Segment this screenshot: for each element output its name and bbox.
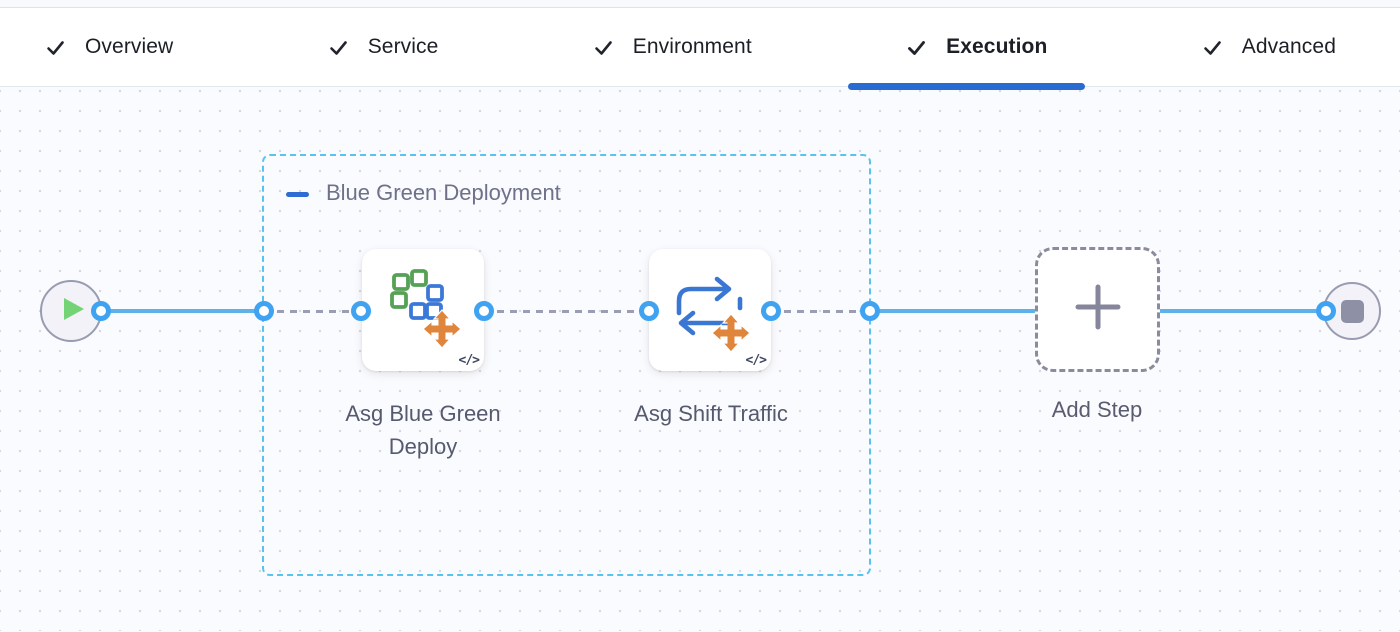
tab-label: Execution — [946, 35, 1048, 58]
plus-icon — [1075, 284, 1121, 335]
check-icon — [906, 37, 927, 58]
code-icon: </> — [745, 353, 768, 368]
add-step-button[interactable] — [1035, 247, 1160, 372]
connector-group-to-step1 — [264, 310, 362, 313]
tab-label: Overview — [85, 35, 174, 58]
pipeline-canvas[interactable]: Blue Green Deployment — [0, 87, 1400, 631]
check-icon — [1202, 37, 1223, 58]
port-step2-in[interactable] — [639, 301, 659, 321]
tab-label: Advanced — [1241, 35, 1336, 58]
port-step1-out[interactable] — [474, 301, 494, 321]
connector-group-to-addstep — [870, 309, 1036, 313]
step-card-asg-blue-green-deploy[interactable]: </> — [362, 249, 484, 371]
play-icon — [62, 296, 86, 327]
tab-service[interactable]: Service — [328, 35, 439, 59]
move-arrows-icon — [711, 313, 751, 353]
move-arrows-icon — [422, 309, 462, 349]
window-top-strip — [0, 0, 1400, 8]
port-start-out[interactable] — [91, 301, 111, 321]
connector-step1-to-step2 — [484, 310, 649, 313]
tab-label: Service — [367, 35, 439, 58]
tab-label: Environment — [632, 35, 752, 58]
minus-icon[interactable] — [286, 191, 309, 197]
asg-shift-traffic-icon — [665, 271, 755, 362]
tab-advanced[interactable]: Advanced — [1202, 35, 1336, 59]
check-icon — [45, 37, 66, 58]
connector-start-to-group — [100, 309, 264, 313]
port-group-in[interactable] — [254, 301, 274, 321]
check-icon — [593, 37, 614, 58]
stop-icon — [1340, 299, 1364, 323]
step-group-blue-green-deployment[interactable]: Blue Green Deployment — [262, 154, 871, 576]
group-header[interactable]: Blue Green Deployment — [286, 180, 561, 206]
tab-environment[interactable]: Environment — [593, 35, 752, 59]
stage-tabs-bar: Overview Service Environment Execution A… — [0, 8, 1400, 90]
group-label: Blue Green Deployment — [326, 180, 561, 205]
port-step2-out[interactable] — [761, 301, 781, 321]
tab-overview[interactable]: Overview — [45, 35, 173, 59]
add-step-label: Add Step — [1051, 397, 1143, 422]
step-label-asg-blue-green-deploy: Asg Blue Green Deploy — [345, 401, 501, 459]
asg-blue-green-deploy-icon — [380, 263, 466, 360]
connector-addstep-to-end — [1159, 309, 1326, 313]
step-label-asg-shift-traffic: Asg Shift Traffic — [634, 401, 788, 426]
step-card-asg-shift-traffic[interactable]: </> — [649, 249, 771, 371]
port-step1-in[interactable] — [351, 301, 371, 321]
port-group-out[interactable] — [860, 301, 880, 321]
port-end-in[interactable] — [1316, 301, 1336, 321]
active-tab-indicator — [848, 83, 1085, 90]
code-icon: </> — [458, 353, 481, 368]
tab-execution[interactable]: Execution — [906, 35, 1047, 59]
check-icon — [328, 37, 349, 58]
connector-step2-to-group-exit — [771, 310, 870, 313]
